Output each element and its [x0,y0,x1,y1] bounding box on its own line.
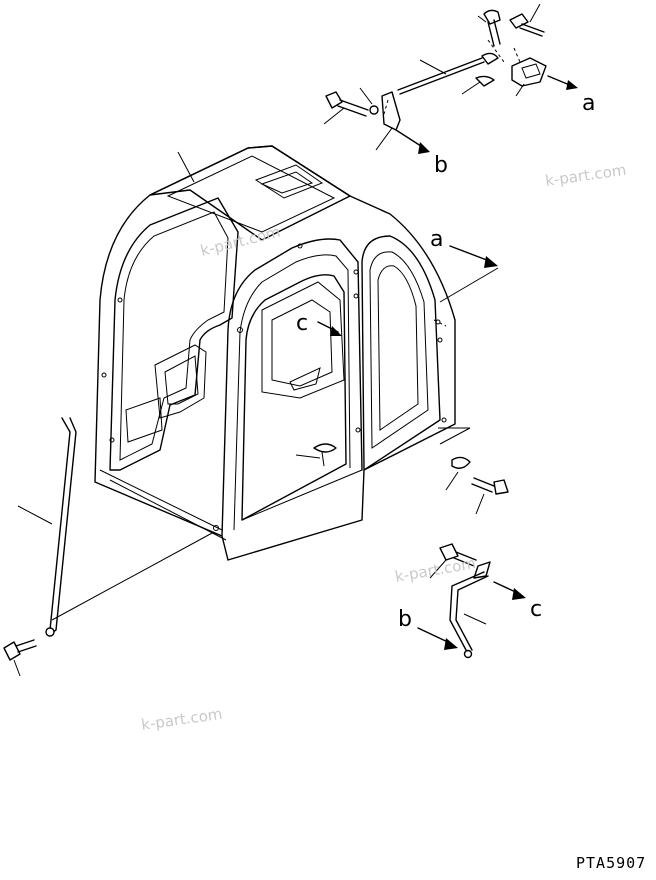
left-rod-parts [3,417,215,677]
watermark: k-part.com [199,223,283,260]
watermark: k-part.com [544,161,627,190]
watermark: k-part.com [140,705,223,734]
ref-c-cab [317,321,342,336]
cab-frame [94,145,456,561]
mount-bolt-right [438,427,509,515]
ref-b-top: b [434,153,448,178]
bracket-parts [323,87,430,154]
ref-c-cab-label: c [296,311,308,336]
top-right-parts [397,3,578,97]
leader-floor [295,454,321,459]
ref-b-bottom: b [398,607,412,632]
leader-cab [177,151,195,183]
ref-a-top: a [582,91,595,116]
ref-a-cab [433,245,499,327]
bottom-bracket-parts [417,543,526,659]
ref-c-bottom: c [530,597,542,622]
ref-a-cab-label: a [430,227,443,252]
drawing-code: PTA5907 [576,854,646,872]
